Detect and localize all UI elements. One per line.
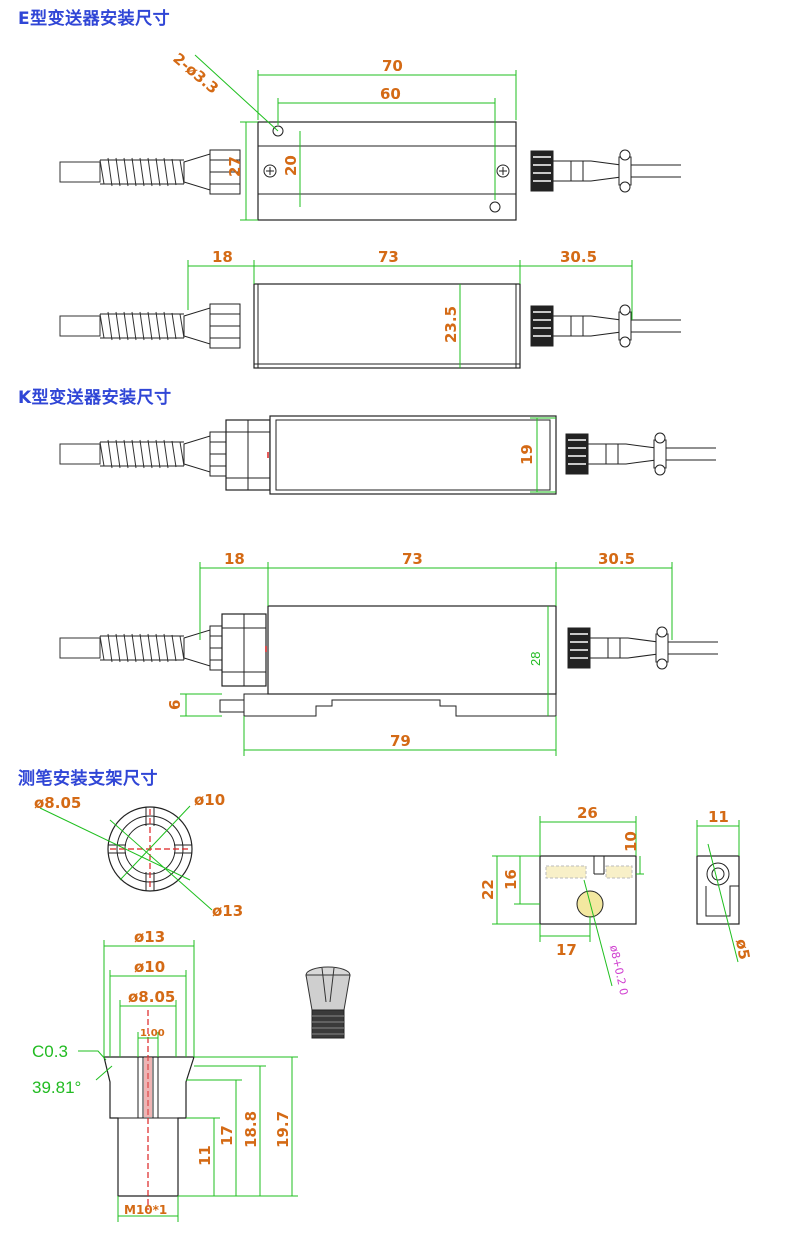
e-top-dim-70: 70 [382, 57, 403, 75]
block-dim-16: 16 [502, 869, 520, 890]
collet-angle: 39.81° [32, 1078, 81, 1097]
collet-h17: 17 [218, 1125, 236, 1146]
k-side-dim-18: 18 [224, 550, 245, 568]
collet-d10: ø10 [134, 958, 165, 976]
collet-h18-8: 18.8 [242, 1111, 260, 1148]
collet-thread: M10*1 [124, 1203, 167, 1217]
k-side-view: 18 73 30.5 28 6 79 [59, 550, 719, 756]
side-dim-11: 11 [708, 808, 729, 826]
k-side-dim-6: 6 [166, 700, 184, 710]
e-top-dim-27: 27 [226, 156, 244, 177]
collet-h11: 11 [196, 1145, 214, 1166]
k-side-dim-28: 28 [528, 652, 543, 666]
block-tolerance: ø8+0.2 0 [607, 944, 630, 997]
e-side-dim-23-5: 23.5 [442, 306, 460, 343]
e-side-dim-73: 73 [378, 248, 399, 266]
bracket-title: 测笔安装支架尺寸 [18, 769, 158, 789]
round-d10: ø10 [194, 791, 225, 809]
bracket-block-side: 11 ø5 [696, 808, 753, 963]
bracket-block-front: 26 10 16 22 17 ø8+0.2 0 [479, 804, 644, 996]
collet-slot: 1.00 [140, 1028, 165, 1039]
e-side-dim-30-5: 30.5 [560, 248, 597, 266]
block-dim-17: 17 [556, 941, 577, 959]
k-top-view: 19 [59, 415, 717, 495]
k-side-dim-30-5: 30.5 [598, 550, 635, 568]
block-dim-22: 22 [479, 879, 497, 900]
block-dim-26: 26 [577, 804, 598, 822]
bracket-round-view: ø8.05 ø10 ø13 [34, 791, 243, 920]
collet-photo [305, 966, 351, 1039]
k-side-dim-79: 79 [390, 732, 411, 750]
side-dim-d5: ø5 [732, 938, 753, 962]
e-top-dim-60: 60 [380, 85, 401, 103]
e-side-view: 18 73 30.5 23.5 [59, 248, 682, 369]
e-top-hole-label: 2-ø3.3 [169, 49, 222, 97]
k-top-dim-19: 19 [518, 444, 536, 465]
collet-d13: ø13 [134, 928, 165, 946]
k-type-title: K型变送器安装尺寸 [18, 388, 172, 408]
e-type-title: E型变送器安装尺寸 [18, 9, 171, 29]
e-top-dim-20: 20 [282, 155, 300, 176]
collet-h19-7: 19.7 [274, 1111, 292, 1148]
k-side-dim-73: 73 [402, 550, 423, 568]
collet-chamfer: C0.3 [32, 1042, 68, 1061]
collet-section: ø13 ø10 ø8.05 1.00 C0.3 39.81° 11 17 18.… [32, 928, 298, 1222]
round-d13: ø13 [212, 902, 243, 920]
block-dim-10: 10 [622, 831, 640, 852]
collet-d8-05: ø8.05 [128, 988, 175, 1006]
e-side-dim-18: 18 [212, 248, 233, 266]
e-top-view: 70 60 27 20 2-ø3.3 [59, 49, 682, 221]
round-d8-05: ø8.05 [34, 794, 81, 812]
